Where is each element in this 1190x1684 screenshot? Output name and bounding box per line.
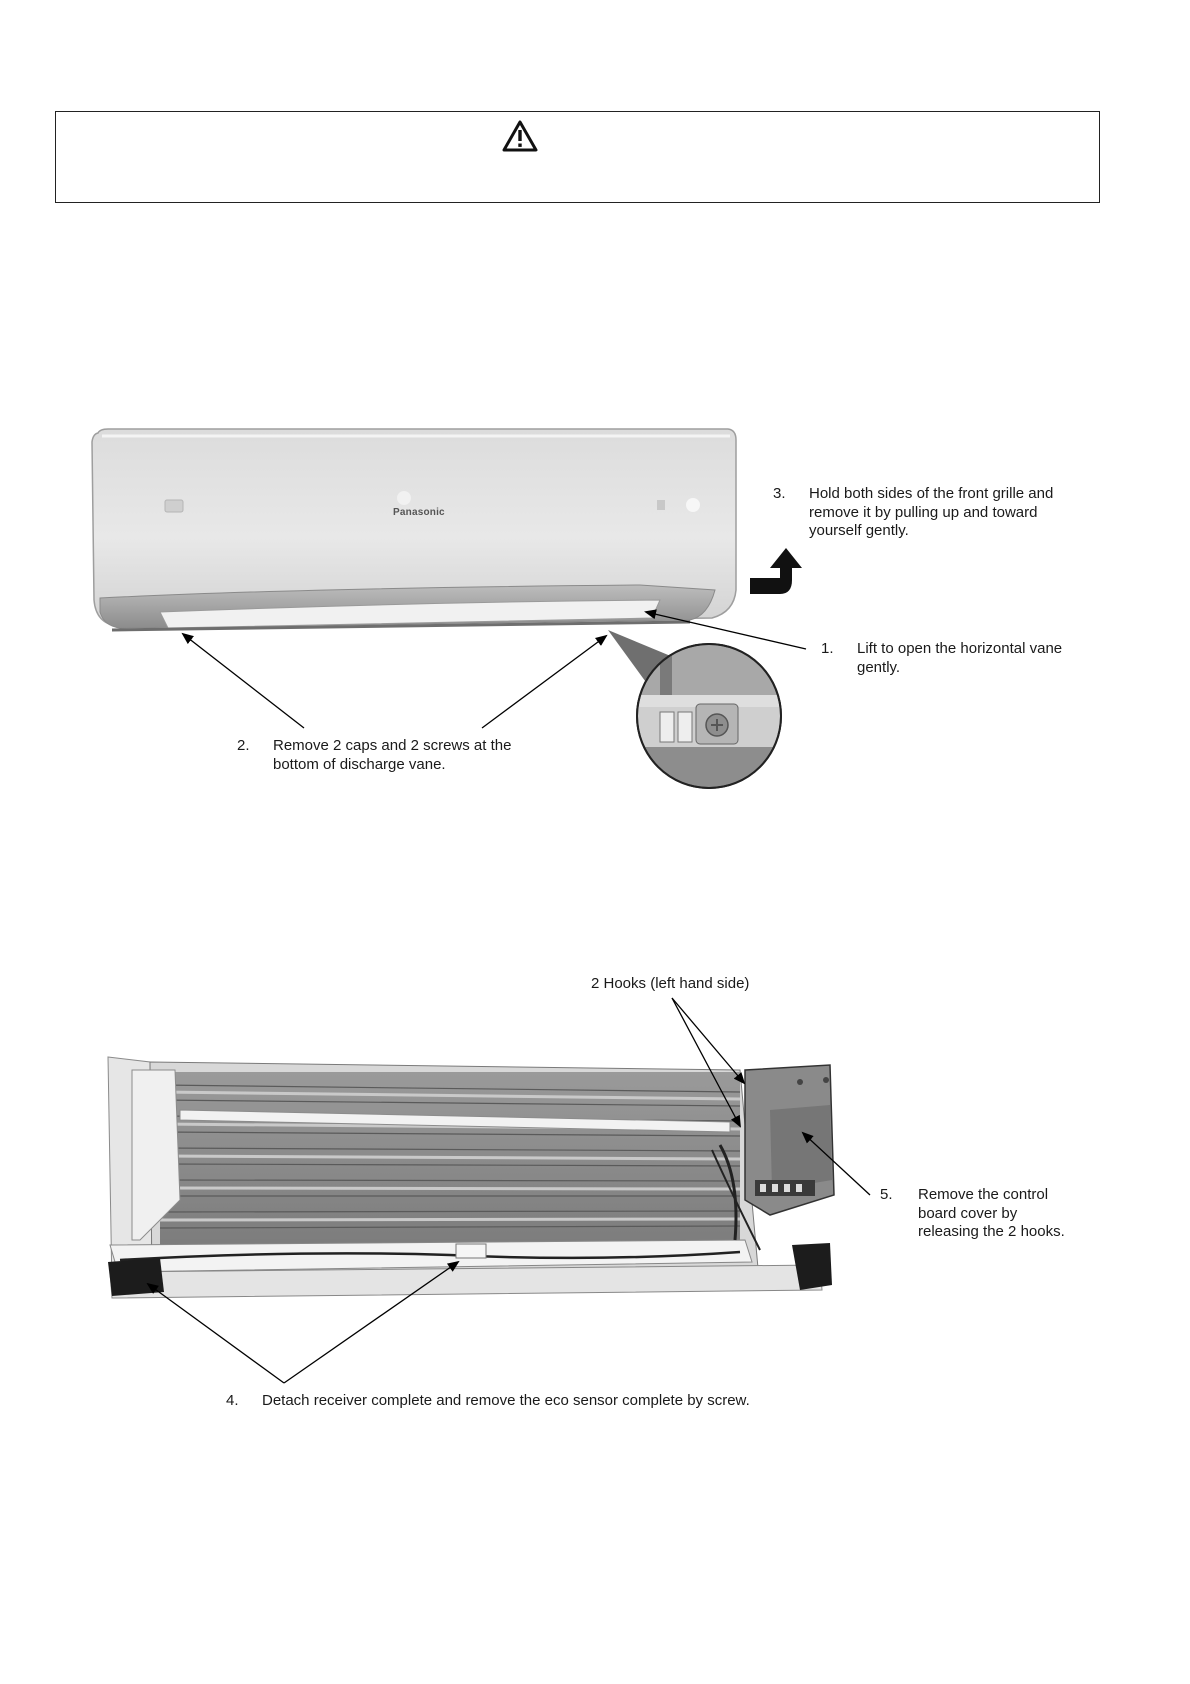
step-number: 3.	[773, 485, 786, 502]
warning-box	[55, 111, 1100, 203]
step-number: 1.	[821, 640, 834, 657]
step-5-caption: 5. Remove the control board cover by rel…	[880, 1186, 1120, 1246]
step-3-line: yourself gently.	[809, 522, 909, 539]
brand-logo: Panasonic	[393, 507, 445, 518]
step-5-line: Remove the control	[918, 1186, 1049, 1203]
lift-up-arrow-icon	[750, 548, 802, 594]
step-1-caption: 1. Lift to open the horizontal vane gent…	[821, 640, 1111, 680]
step-2-line: Remove 2 caps and 2 screws at the	[273, 737, 512, 754]
step-5-line: releasing the 2 hooks.	[918, 1223, 1065, 1240]
step-number: 4.	[226, 1392, 239, 1409]
hooks-label: 2 Hooks (left hand side)	[591, 975, 750, 992]
step-1-line: Lift to open the horizontal vane	[857, 640, 1063, 657]
step-3-caption: 3. Hold both sides of the front grille a…	[773, 485, 1103, 545]
step-2-line: bottom of discharge vane.	[273, 755, 446, 773]
step-2-caption: 2. Remove 2 caps and 2 screws at the bot…	[237, 737, 557, 777]
step-number: 5.	[880, 1186, 893, 1203]
step-3-line: Hold both sides of the front grille and	[809, 485, 1054, 502]
step-3-line: remove it by pulling up and toward	[809, 503, 1038, 521]
step-number: 2.	[237, 737, 250, 754]
step-5-line: board cover by	[918, 1204, 1018, 1222]
warning-triangle-icon	[502, 120, 538, 152]
step-1-line: gently.	[857, 658, 901, 676]
step-4-text: Detach receiver complete and remove the …	[262, 1392, 750, 1409]
step-4-caption: 4. Detach receiver complete and remove t…	[226, 1392, 926, 1412]
